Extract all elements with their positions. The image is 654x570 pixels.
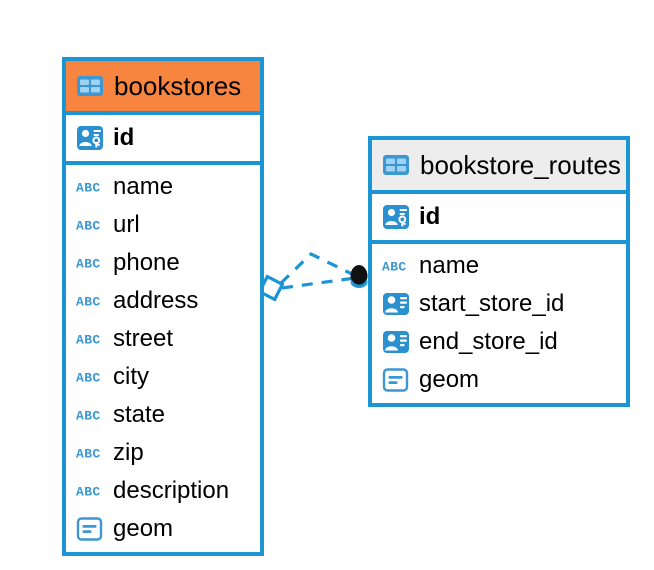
primary-key-icon <box>77 126 103 150</box>
column-row-geom[interactable]: geom <box>372 361 626 399</box>
svg-text:ABC: ABC <box>76 219 101 234</box>
geometry-column-icon <box>76 517 103 541</box>
column-label: state <box>113 401 166 428</box>
relationship-line-lower <box>281 276 356 290</box>
filled-circle-marker <box>350 265 368 288</box>
column-row-id[interactable]: id <box>66 115 260 161</box>
column-row-name[interactable]: ABC name <box>372 247 626 285</box>
svg-text:ABC: ABC <box>76 409 101 424</box>
column-row-description[interactable]: ABC description <box>66 472 260 510</box>
geometry-column-icon <box>382 368 409 392</box>
column-label: id <box>419 203 441 230</box>
text-column-icon: ABC <box>76 219 101 234</box>
column-row-zip[interactable]: ABC zip <box>66 434 260 472</box>
columns-section: ABC name ABC url ABC phone ABC <box>66 165 260 552</box>
column-row-geom[interactable]: geom <box>66 510 260 548</box>
column-label: end_store_id <box>419 328 558 355</box>
column-label: address <box>113 287 199 314</box>
svg-text:ABC: ABC <box>76 333 101 348</box>
text-column-icon: ABC <box>76 295 101 310</box>
column-row-start-store-id[interactable]: start_store_id <box>372 285 626 323</box>
column-label: name <box>113 173 174 200</box>
entity-table-bookstore-routes[interactable]: bookstore_routes id ABC <box>368 136 630 407</box>
column-label: street <box>113 325 174 352</box>
svg-text:ABC: ABC <box>76 295 101 310</box>
primary-key-icon <box>383 205 409 229</box>
svg-text:ABC: ABC <box>76 371 101 386</box>
foreign-key-icon <box>383 331 409 353</box>
column-label: geom <box>113 515 174 542</box>
primary-key-section: id <box>372 190 626 244</box>
column-row-name[interactable]: ABC name <box>66 168 260 206</box>
table-icon <box>383 155 409 175</box>
text-column-icon: ABC <box>76 371 101 386</box>
column-row-street[interactable]: ABC street <box>66 320 260 358</box>
relationship-line-upper <box>279 252 355 285</box>
primary-key-section: id <box>66 111 260 165</box>
svg-text:ABC: ABC <box>76 447 101 462</box>
column-label: geom <box>419 366 480 393</box>
column-label: id <box>113 124 135 151</box>
column-label: phone <box>113 249 180 276</box>
entity-table-bookstores[interactable]: bookstores id ABC <box>62 57 264 556</box>
text-column-icon: ABC <box>76 485 101 500</box>
text-column-icon: ABC <box>76 181 101 196</box>
text-column-icon: ABC <box>76 257 101 272</box>
svg-text:ABC: ABC <box>76 181 101 196</box>
column-row-id[interactable]: id <box>372 194 626 240</box>
column-label: start_store_id <box>419 290 565 317</box>
svg-text:ABC: ABC <box>76 485 101 500</box>
columns-section: ABC name start_store_id <box>372 244 626 403</box>
column-label: url <box>113 211 140 238</box>
column-row-state[interactable]: ABC state <box>66 396 260 434</box>
column-label: city <box>113 363 149 390</box>
entity-title-label: bookstore_routes <box>420 150 621 180</box>
entity-header-bookstores[interactable]: bookstores <box>66 61 260 111</box>
column-row-end-store-id[interactable]: end_store_id <box>372 323 626 361</box>
column-row-url[interactable]: ABC url <box>66 206 260 244</box>
table-icon <box>77 76 103 96</box>
text-column-icon: ABC <box>382 260 407 275</box>
svg-text:ABC: ABC <box>382 260 407 275</box>
entity-header-bookstore-routes[interactable]: bookstore_routes <box>372 140 626 190</box>
text-column-icon: ABC <box>76 409 101 424</box>
column-label: name <box>419 252 480 279</box>
entity-title-label: bookstores <box>114 71 242 101</box>
svg-text:ABC: ABC <box>76 257 101 272</box>
text-column-icon: ABC <box>76 447 101 462</box>
column-label: zip <box>113 439 144 466</box>
column-row-phone[interactable]: ABC phone <box>66 244 260 282</box>
column-row-address[interactable]: ABC address <box>66 282 260 320</box>
text-column-icon: ABC <box>76 333 101 348</box>
foreign-key-icon <box>383 293 409 315</box>
column-label: description <box>113 477 230 504</box>
column-row-city[interactable]: ABC city <box>66 358 260 396</box>
